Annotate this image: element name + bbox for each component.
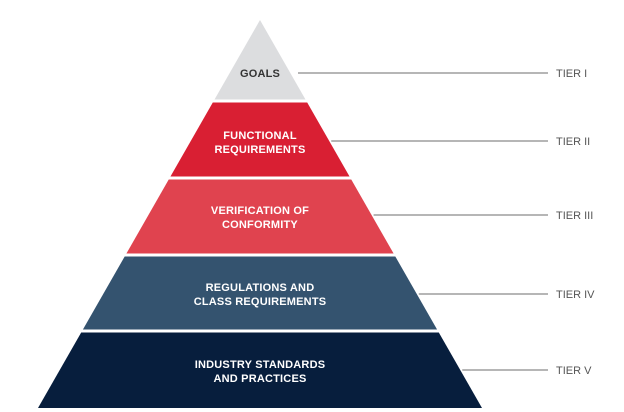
tier-4-label: REGULATIONS AND bbox=[206, 282, 315, 294]
tier-5-name: TIER V bbox=[556, 365, 592, 377]
tier-3-label: VERIFICATION OF bbox=[211, 205, 309, 217]
tier-4-name: TIER IV bbox=[556, 289, 595, 301]
tier-3-label: CONFORMITY bbox=[222, 219, 298, 231]
tier-4-label: CLASS REQUIREMENTS bbox=[194, 296, 327, 308]
pyramid-tier-3 bbox=[126, 179, 394, 254]
tier-5-label: AND PRACTICES bbox=[213, 373, 306, 385]
tier-3-name: TIER III bbox=[556, 210, 593, 222]
tier-2-label: FUNCTIONAL bbox=[223, 130, 297, 142]
tier-1-label: GOALS bbox=[240, 68, 280, 80]
pyramid-tier-5 bbox=[38, 332, 482, 408]
tier-2-name: TIER II bbox=[556, 136, 590, 148]
pyramid-tier-1 bbox=[214, 20, 306, 100]
pyramid-tier-4 bbox=[82, 256, 438, 330]
tier-2-label: REQUIREMENTS bbox=[214, 144, 305, 156]
tier-5-label: INDUSTRY STANDARDS bbox=[195, 359, 326, 371]
pyramid-tier-2 bbox=[170, 102, 350, 177]
tier-1-name: TIER I bbox=[556, 68, 587, 80]
